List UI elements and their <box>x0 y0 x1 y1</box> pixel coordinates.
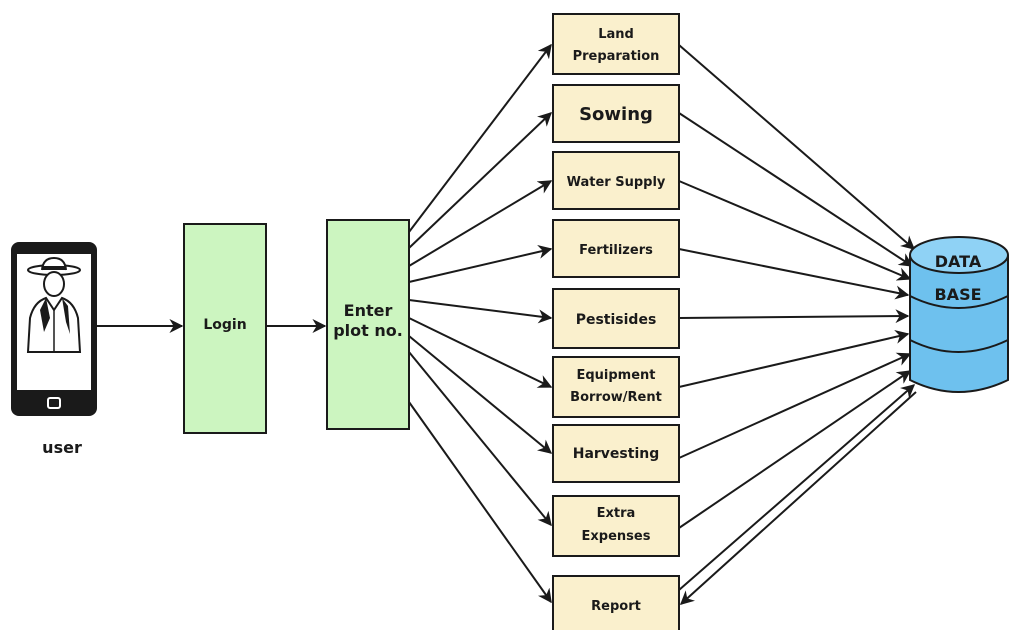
user-label: user <box>42 438 82 457</box>
module-label-line: Equipment <box>576 368 655 383</box>
arrows-modules-to-database <box>678 44 917 605</box>
module-water-supply: Water Supply <box>552 151 680 210</box>
module-label-line: Extra <box>597 506 636 521</box>
enter-plot-label-line2: plot no. <box>333 321 403 340</box>
database-label-line1: DATA <box>935 252 982 271</box>
module-extra-expenses: Extra Expenses <box>552 495 680 557</box>
module-pestisides: Pestisides <box>552 288 680 349</box>
module-label-line: Harvesting <box>573 446 660 462</box>
module-harvesting: Harvesting <box>552 424 680 483</box>
module-label-line: Preparation <box>573 49 660 64</box>
database-icon <box>909 236 1009 393</box>
module-label-line: Sowing <box>579 104 653 125</box>
module-label-line: Fertilizers <box>579 243 653 258</box>
module-label-line: Expenses <box>582 529 651 544</box>
login-box <box>183 223 267 434</box>
phone-user-icon <box>11 242 97 416</box>
enter-plot-label-line1: Enter <box>344 301 393 320</box>
module-report: Report <box>552 575 680 630</box>
module-sowing: Sowing <box>552 84 680 143</box>
module-label-line: Land <box>598 27 634 42</box>
module-equipment-borrow-rent: Equipment Borrow/Rent <box>552 356 680 418</box>
module-label-line: Water Supply <box>567 175 666 190</box>
module-fertilizers: Fertilizers <box>552 219 680 278</box>
enter-plot-box <box>326 219 410 430</box>
login-label: Login <box>203 317 246 333</box>
module-label-line: Report <box>591 599 641 614</box>
module-label-line: Pestisides <box>576 312 657 328</box>
module-list: Land Preparation Sowing Water Supply Fer… <box>552 13 680 630</box>
module-label-line: Borrow/Rent <box>570 390 662 405</box>
module-land-preparation: Land Preparation <box>552 13 680 75</box>
database-label-line2: BASE <box>934 285 981 304</box>
arrows-plot-to-modules <box>408 43 553 604</box>
